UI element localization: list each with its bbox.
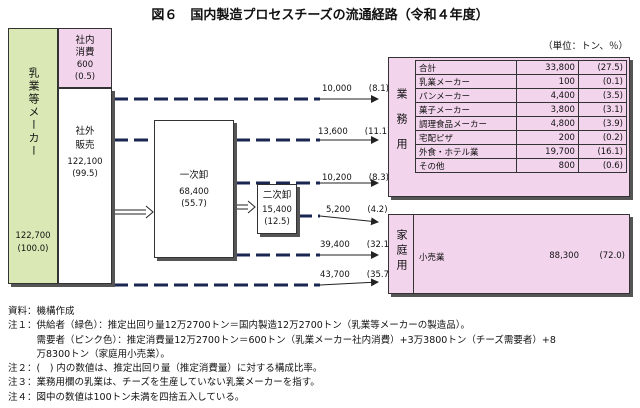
household-use-box: 家庭用 小売業 88,300 (72.0) (388, 214, 630, 294)
note-line: 需要者（ピンク色）：推定消費量12万2700トン＝600トン（乳業メーカー社内消… (8, 334, 556, 346)
business-row-value: 4,400 (516, 88, 579, 103)
internal-consumption-box: 社内 消費 600 (0.5) (58, 28, 112, 88)
secondary-wholesale-box: 二次卸 15,400 (12.5) (257, 184, 297, 234)
supplier-value: 122,700 (15, 231, 51, 241)
external-sales-box: 社外 販売 122,100 (99.5) (58, 88, 112, 284)
note-line: 万8300トン（家庭用小売業）。 (8, 348, 170, 360)
supplier-pct: (100.0) (17, 244, 49, 254)
household-name: 小売業 (419, 253, 445, 263)
primary-value: 68,400 (179, 187, 209, 197)
internal-label-bottom: 消費 (75, 47, 95, 58)
business-row-pct: (16.1) (577, 144, 628, 159)
figure-title: 図６ 国内製造プロセスチーズの流通経路（令和４年度） (151, 8, 489, 23)
household-value: 88,300 (549, 251, 579, 261)
external-value: 122,100 (67, 157, 103, 167)
internal-label-top: 社内 (75, 35, 95, 46)
business-row-name: 菓子メーカー (414, 102, 518, 117)
business-row-name: 調理食品メーカー (414, 116, 518, 131)
business-row-value: 33,800 (516, 60, 579, 75)
secondary-pct: (12.5) (264, 217, 290, 227)
business-row-name: パンメーカー (414, 88, 518, 103)
flow-label-3: 10,200 (8.3) (322, 173, 389, 183)
business-row-name: 乳業メーカー (414, 74, 518, 89)
secondary-value: 15,400 (262, 205, 292, 215)
internal-value: 600 (76, 60, 94, 70)
note-line: 注２：( ) 内の数値は、推定出回り量（推定消費量）に対する構成比率。 (8, 363, 323, 375)
primary-label: 一次卸 (179, 170, 209, 181)
business-row-name: 合計 (414, 60, 518, 75)
external-label-bottom: 販売 (75, 140, 95, 151)
note-line: 注１：供給者（緑色）：推定出回り量12万2700トン＝国内製造12万2700トン… (8, 320, 471, 332)
business-label: 業務用 (395, 88, 408, 163)
business-row-pct: (3.5) (577, 88, 628, 103)
notes: 資料：機構作成 注１：供給者（緑色）：推定出回り量12万2700トン＝国内製造1… (8, 305, 556, 405)
primary-pct: (55.7) (181, 199, 207, 209)
supplier-label: 乳業等メーカー (27, 67, 40, 158)
business-row-pct: (0.2) (577, 130, 628, 145)
business-row-value: 19,700 (516, 144, 579, 159)
business-row-value: 800 (516, 158, 579, 173)
note-line: 注４：図中の数値は100トン未満を四捨五入している。 (8, 391, 245, 403)
flow-label-4: 5,200 (4.2) (326, 205, 388, 215)
note-line: 注３：業務用欄の乳業は、チーズを生産していない乳業メーカーを指す。 (8, 377, 320, 389)
business-row-pct: (3.1) (577, 102, 628, 117)
primary-wholesale-box: 一次卸 68,400 (55.7) (154, 120, 234, 258)
secondary-label: 二次卸 (262, 190, 292, 201)
business-row-name: 外食・ホテル業 (414, 144, 518, 159)
household-label: 家庭用 (395, 229, 408, 274)
business-row-pct: (27.5) (577, 60, 628, 75)
household-pct: (72.0) (599, 251, 625, 261)
external-label-top: 社外 (75, 126, 95, 137)
internal-pct: (0.5) (74, 72, 96, 82)
flow-label-6: 43,700 (35.7) (320, 270, 393, 280)
flow-label-2: 13,600 (11.1) (318, 127, 391, 137)
business-row-pct: (3.9) (577, 116, 628, 131)
business-row-name: 宅配ピザ (414, 130, 518, 145)
business-row-value: 200 (516, 130, 579, 145)
business-row-value: 100 (516, 74, 579, 89)
business-row-value: 3,800 (516, 102, 579, 117)
unit-label: （単位：トン、％） (543, 41, 628, 52)
flow-label-5: 39,400 (32.1) (320, 240, 393, 250)
business-row-pct: (0.1) (577, 74, 628, 89)
note-line: 資料：機構作成 (8, 306, 75, 317)
flow-label-1: 10,000 (8.1) (322, 84, 389, 94)
business-row-name: その他 (414, 158, 518, 173)
business-row-pct: (0.6) (577, 158, 628, 173)
business-row-value: 4,800 (516, 116, 579, 131)
household-divider (413, 215, 414, 293)
supplier-box: 乳業等メーカー 122,700 (100.0) (8, 28, 58, 284)
external-pct: (99.5) (72, 169, 98, 179)
